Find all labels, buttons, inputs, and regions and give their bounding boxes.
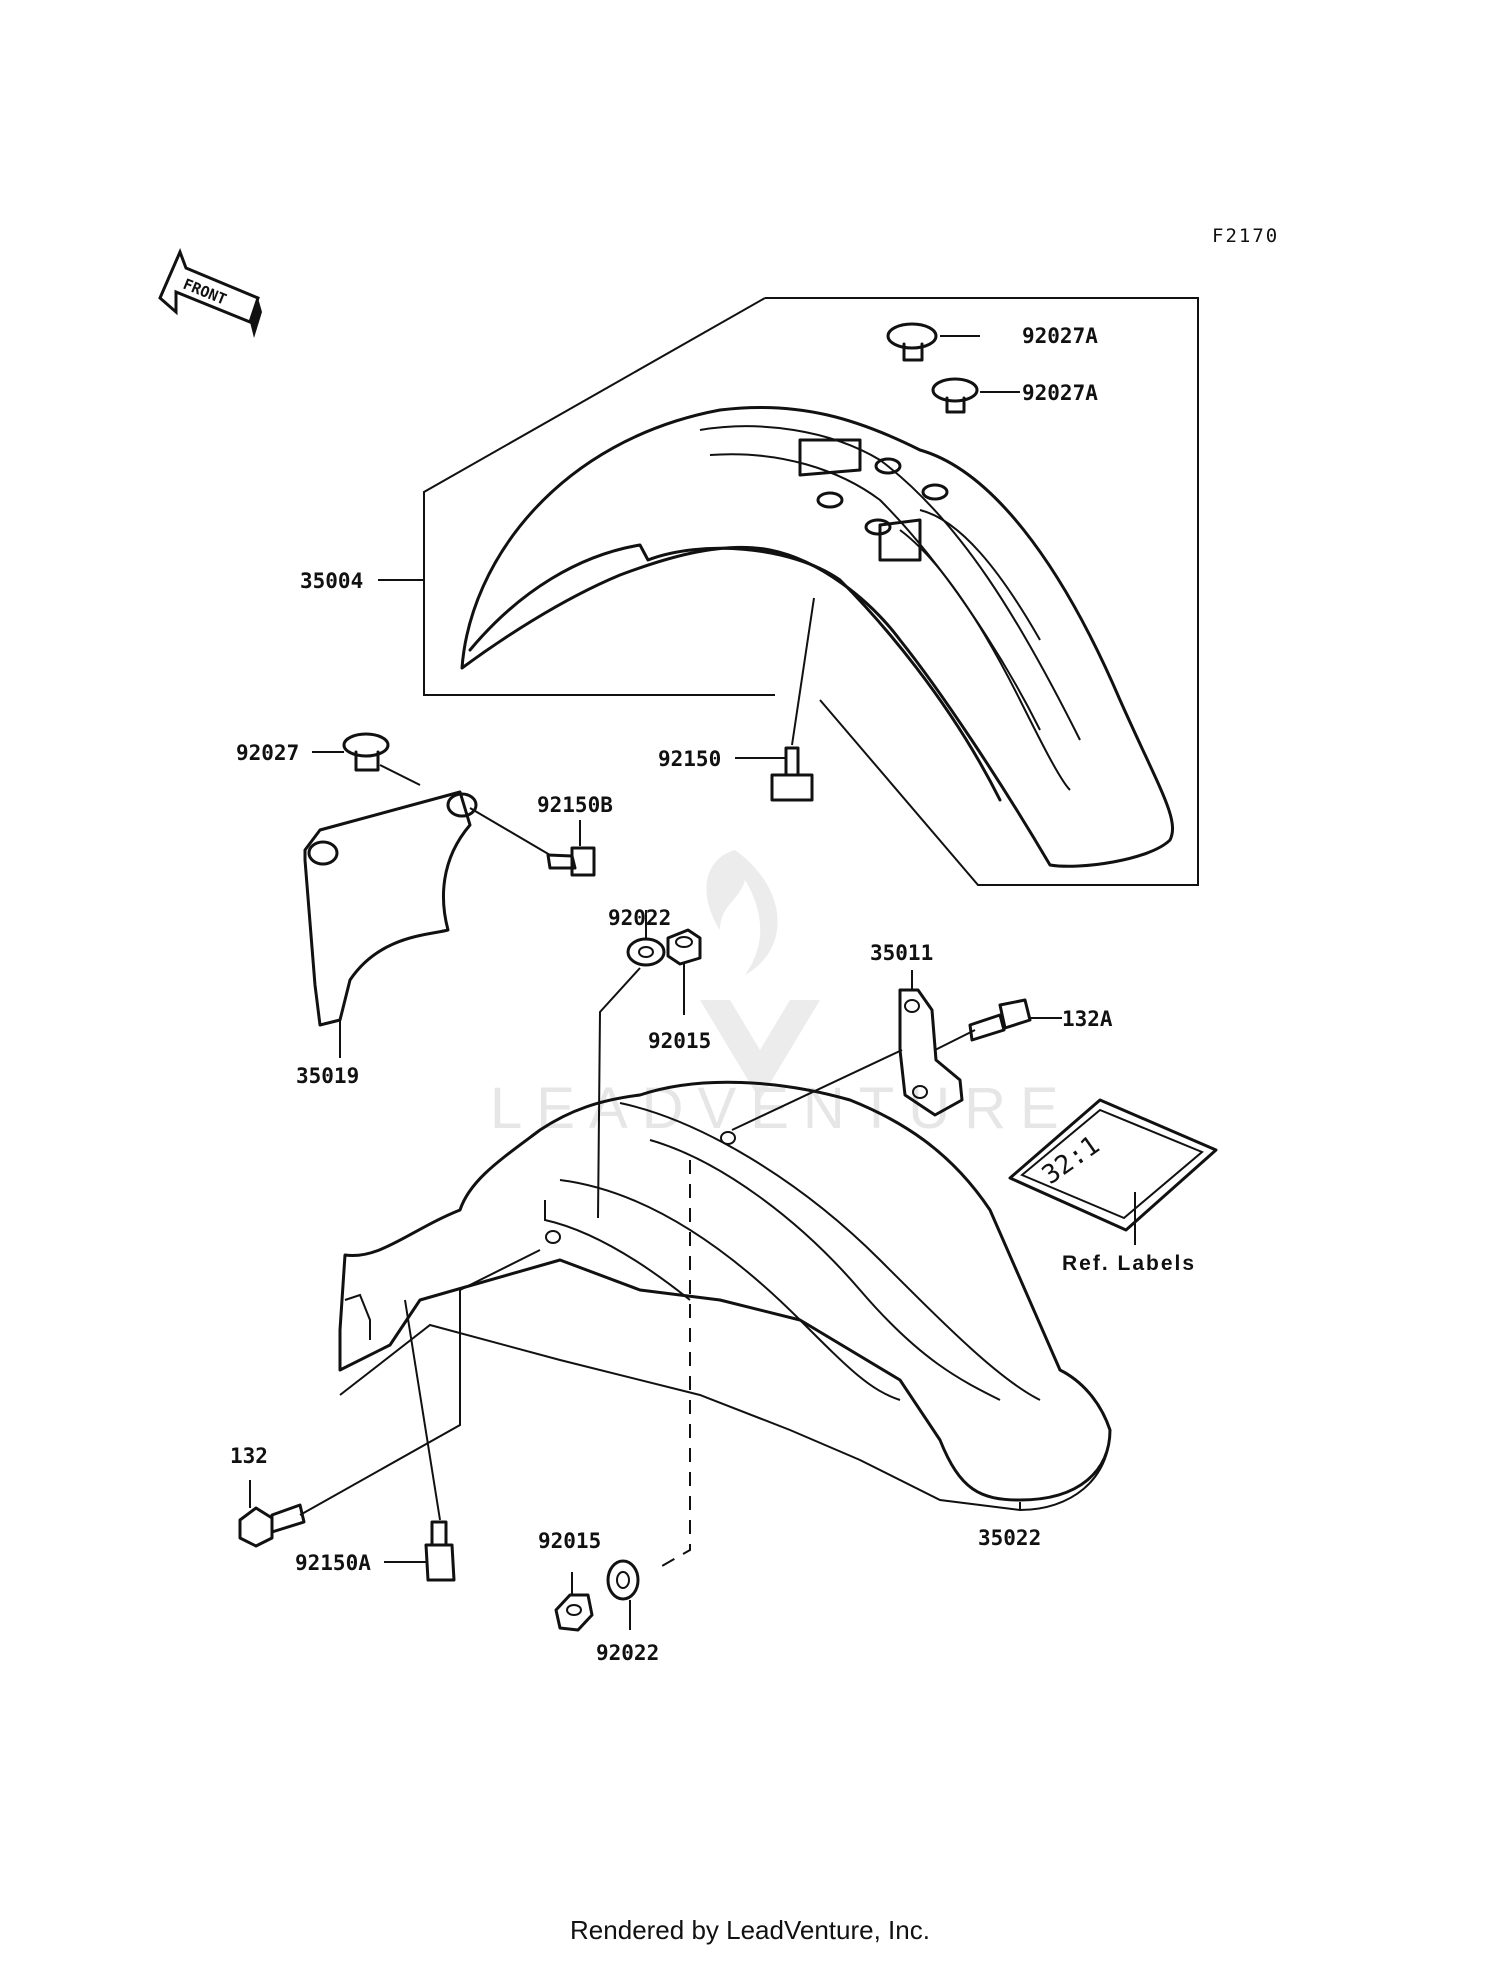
bolt-92150 — [770, 746, 814, 802]
guard-35019 — [303, 790, 478, 1027]
bracket-35011 — [898, 988, 964, 1117]
footer-credit: Rendered by LeadVenture, Inc. — [570, 1915, 930, 1945]
leader-92150-up — [791, 597, 815, 746]
callout-92027A-2: 92027A — [1022, 381, 1098, 405]
callout-92027A-1: 92027A — [1022, 324, 1098, 348]
callout-ref-labels: Ref. Labels — [1062, 1252, 1196, 1275]
diagram-code: F2170 — [1212, 225, 1279, 247]
washer-92022-bottom — [606, 1559, 640, 1601]
callout-35011: 35011 — [870, 941, 933, 965]
front-arrow-icon: FRONT — [158, 248, 262, 338]
grommet-92027A-2 — [931, 377, 979, 414]
bolt-92150B — [546, 846, 596, 877]
callout-132A: 132A — [1062, 1007, 1113, 1031]
front-fender-35004 — [460, 405, 1175, 868]
leadventure-watermark: LEADVENTURE — [490, 850, 1059, 1141]
callout-92022-top: 92022 — [608, 906, 671, 930]
callout-92022-bottom: 92022 — [596, 1641, 659, 1665]
callout-92150A: 92150A — [295, 1551, 371, 1575]
callout-35022: 35022 — [978, 1526, 1041, 1550]
grommet-92027 — [342, 732, 390, 772]
callout-35004: 35004 — [300, 569, 363, 593]
callout-35019: 35019 — [296, 1064, 359, 1088]
rear-fender-35022 — [338, 1080, 1112, 1512]
leader-92027-part — [379, 764, 421, 786]
group-outline-35004 — [765, 297, 1199, 886]
callout-92150: 92150 — [658, 747, 721, 771]
grommet-92027A-1 — [886, 322, 938, 362]
group-outline-35004-left — [423, 297, 775, 696]
callout-92015-top: 92015 — [648, 1029, 711, 1053]
nut-92015-top — [666, 928, 702, 966]
leader-lines — [249, 335, 1136, 1630]
leader-92150B-part — [469, 807, 551, 856]
callout-132: 132 — [230, 1444, 268, 1468]
callout-92027: 92027 — [236, 741, 299, 765]
bolt-132A — [968, 998, 1032, 1042]
bolt-132 — [238, 1503, 306, 1548]
washer-92022-top — [626, 937, 666, 967]
bolt-92150A — [424, 1520, 456, 1582]
callout-92150B: 92150B — [537, 793, 613, 817]
callout-92015-bottom: 92015 — [538, 1529, 601, 1553]
nut-92015-bottom — [554, 1593, 594, 1632]
